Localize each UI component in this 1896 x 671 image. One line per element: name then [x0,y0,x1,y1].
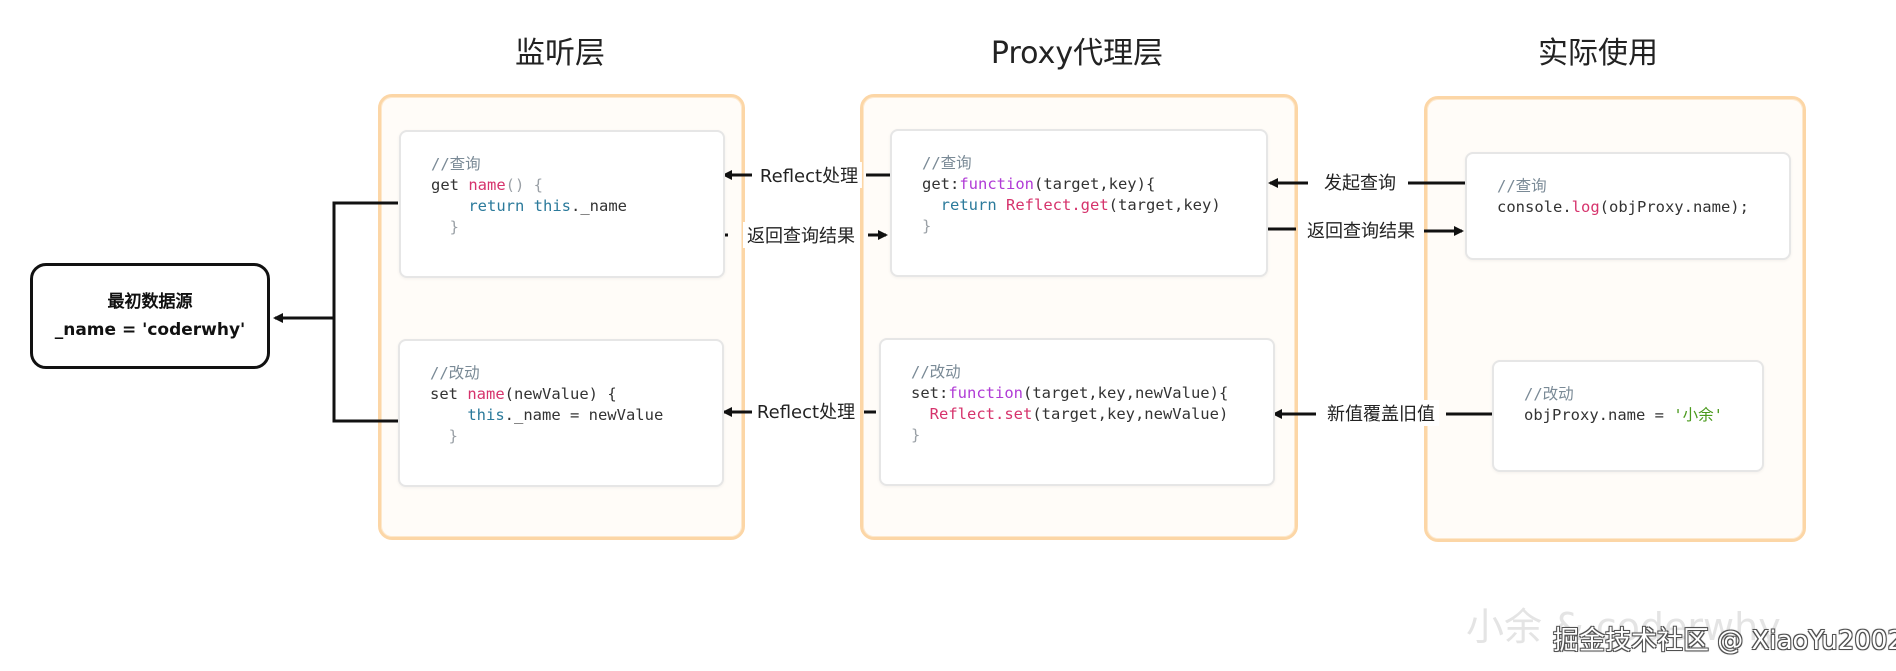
code-comment: //改动 [911,363,961,381]
column-title-proxy: Proxy代理层 [990,36,1164,71]
label-return-result-right: 返回查询结果 [1303,217,1419,243]
code-comment: //查询 [1497,177,1547,195]
initial-data-source: 最初数据源 _name = 'coderwhy' [30,263,270,369]
code-prop: ._name [571,197,627,215]
code-object: console. [1497,198,1572,216]
watermark-credit: 掘金技术社区 @ XiaoYu2002 [1553,626,1896,656]
proxy-set-trap-card: //改动 set:function(target,key,newValue){ … [879,338,1275,486]
listen-setter-card: //改动 set name(newValue) { this._name = n… [398,339,724,487]
code-comment: //改动 [1524,385,1574,403]
code-signature: () { [505,176,543,194]
code-prefix: set: [911,384,949,402]
code-args: (objProxy.name); [1599,198,1749,216]
label-new-overwrites-old: 新值覆盖旧值 [1323,400,1439,426]
code-params: (target,key,newValue){ [1022,384,1229,402]
code-close: } [448,427,459,445]
code-string-value: '小余' [1673,406,1723,424]
code-keyword: set [430,385,458,403]
code-return: return [468,197,525,215]
code-close: } [449,218,460,236]
code-reflect-call: Reflect.get [1006,196,1109,214]
proxy-get-trap-card: //查询 get:function(target,key){ return Re… [890,129,1268,277]
source-title: 最初数据源 [107,292,193,312]
code-comment: //查询 [922,154,972,172]
listen-getter-card: //查询 get name() { return this._name } [399,130,725,278]
code-function-keyword: function [948,384,1023,402]
label-return-result-left: 返回查询结果 [743,222,859,248]
code-body: ._name = newValue [504,406,664,424]
label-initiate-query: 发起查询 [1320,169,1400,195]
code-function-keyword: function [959,175,1034,193]
watermark-faded: 小余 & coderwhy [1466,605,1781,649]
source-value: _name = 'coderwhy' [54,320,246,340]
code-close: } [922,217,932,235]
code-comment: //查询 [431,155,481,173]
code-signature: (newValue) { [504,385,617,403]
code-comment: //改动 [430,364,480,382]
code-keyword: get [431,176,459,194]
code-params: (target,key){ [1033,175,1156,193]
code-method: log [1571,198,1600,216]
code-close: } [911,426,921,444]
column-title-usage: 实际使用 [1538,36,1658,71]
usage-query-card: //查询 console.log(objProxy.name); [1465,152,1791,260]
label-reflect-get: Reflect处理 [755,162,863,188]
label-reflect-set: Reflect处理 [752,398,860,424]
column-title-listen: 监听层 [515,36,605,71]
code-this: this [467,406,505,424]
code-assignment: objProxy.name = [1524,406,1674,424]
code-return: return [940,196,997,214]
code-prefix: get: [922,175,960,193]
code-reflect-call: Reflect.set [929,405,1033,423]
get-to-source-wire [332,201,398,318]
code-args: (target,key,newValue) [1032,405,1229,423]
code-this: this [533,197,571,215]
code-args: (target,key) [1108,196,1221,214]
set-to-source-wire [332,318,398,423]
code-function-name: name [468,176,506,194]
usage-modify-card: //改动 objProxy.name = '小余' [1492,360,1764,472]
code-function-name: name [467,385,505,403]
